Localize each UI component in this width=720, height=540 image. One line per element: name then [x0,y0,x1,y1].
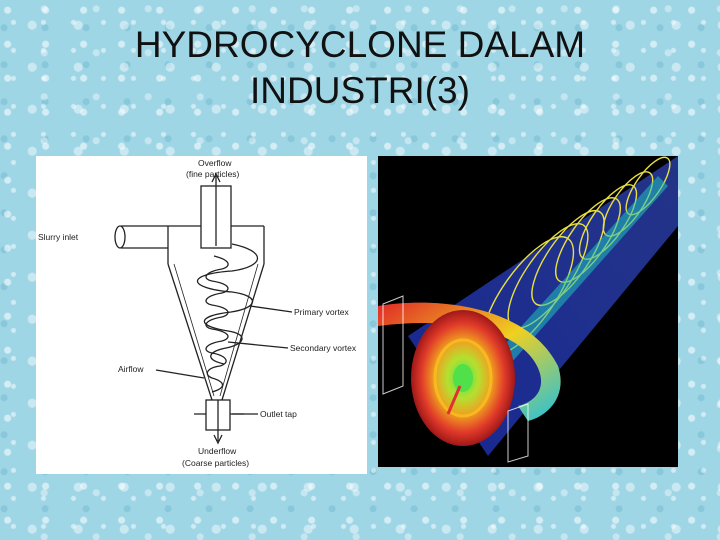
inlet-pipe [121,225,168,249]
inlet-ribbon [378,302,561,421]
slide-title-line-2: INDUSTRI(3) [250,70,470,111]
label-outlet-tap: Outlet tap [260,409,297,419]
primary-vortex-spiral [197,243,259,365]
central-flow-sheet [458,176,668,406]
hydrocyclone-3d-render [378,156,678,467]
underflow-arrowhead [213,434,223,445]
label-overflow-sub: (fine particles) [186,169,240,179]
disc-core [453,364,473,392]
disc-axis-marker [446,385,462,415]
secondary-vortex-leader [227,341,289,349]
render-drawing [378,156,678,463]
label-airflow: Airflow [118,364,144,374]
inlet-housing-wireframe [382,295,529,463]
cylinder-body [167,225,265,264]
disc-inner-ring [433,338,493,418]
cone-body [167,263,265,401]
label-primary-vortex: Primary vortex [294,307,350,317]
schematic-drawing: Overflow (fine particles) Slurry inlet P… [38,158,357,468]
slide-title: HYDROCYCLONE DALAM INDUSTRI(3) [0,22,720,114]
slide-title-line-1: HYDROCYCLONE DALAM [134,24,586,65]
overflow-arrowhead [211,172,221,183]
hydrocyclone-schematic: Overflow (fine particles) Slurry inlet P… [36,156,367,474]
inlet-opening [114,225,126,249]
label-slurry-inlet: Slurry inlet [38,232,79,242]
label-underflow-sub: (Coarse particles) [182,458,249,468]
airflow-leader [155,369,205,379]
primary-vortex-leader [249,305,293,313]
label-underflow: Underflow [198,446,237,456]
label-secondary-vortex: Secondary vortex [290,343,357,353]
secondary-vortex-spiral [205,255,229,393]
label-overflow: Overflow [198,158,232,168]
